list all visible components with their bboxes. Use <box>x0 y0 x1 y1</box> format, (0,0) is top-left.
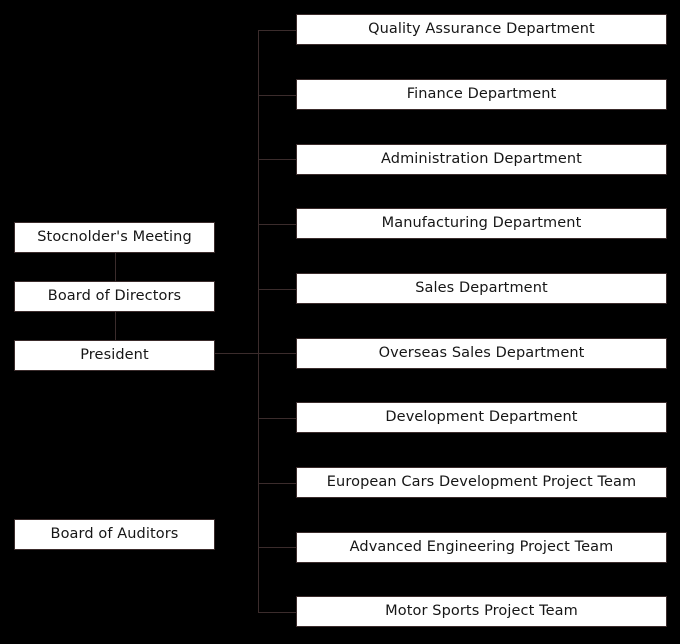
department-node-box[interactable]: Advanced Engineering Project Team <box>296 532 667 563</box>
department-node-label: Development Department <box>385 409 578 426</box>
governance-node-label: President <box>80 347 149 364</box>
connector-stub-finance <box>258 95 296 96</box>
department-node-box[interactable]: Administration Department <box>296 144 667 175</box>
connector-stub-european-cars <box>258 483 296 484</box>
department-node-box[interactable]: Overseas Sales Department <box>296 338 667 369</box>
governance-node-box[interactable]: Stocnolder's Meeting <box>14 222 215 253</box>
department-node-box[interactable]: Finance Department <box>296 79 667 110</box>
department-node-box[interactable]: European Cars Development Project Team <box>296 467 667 498</box>
governance-node-box[interactable]: President <box>14 340 215 371</box>
connector-stub-advanced-eng <box>258 547 296 548</box>
department-node-box[interactable]: Motor Sports Project Team <box>296 596 667 627</box>
department-node-label: Finance Department <box>406 86 557 103</box>
department-node-box[interactable]: Manufacturing Department <box>296 208 667 239</box>
connector-stub-manufacturing <box>258 224 296 225</box>
department-node-label: Quality Assurance Department <box>368 21 595 38</box>
connector-stub-development <box>258 418 296 419</box>
connector-stub-sales <box>258 289 296 290</box>
department-node-label: European Cars Development Project Team <box>326 474 637 491</box>
department-node-label: Advanced Engineering Project Team <box>349 539 614 556</box>
department-node-box[interactable]: Quality Assurance Department <box>296 14 667 45</box>
department-node-label: Administration Department <box>381 151 582 168</box>
department-node-label: Overseas Sales Department <box>378 345 585 362</box>
connector-stub-quality-assurance <box>258 30 296 31</box>
governance-node-box[interactable]: Board of Directors <box>14 281 215 312</box>
connector-stub-overseas-sales <box>258 353 296 354</box>
department-node-box[interactable]: Development Department <box>296 402 667 433</box>
department-node-label: Manufacturing Department <box>381 215 582 232</box>
connector-president-to-trunk <box>215 353 259 354</box>
department-node-label: Motor Sports Project Team <box>385 603 578 620</box>
governance-node-label: Stocnolder's Meeting <box>37 229 192 246</box>
connector-stub-motor-sports <box>258 612 296 613</box>
connector-board-to-president <box>115 312 116 340</box>
connector-stockholders-to-board <box>115 253 116 281</box>
governance-node-box[interactable]: Board of Auditors <box>14 519 215 550</box>
connector-stub-administration <box>258 159 296 160</box>
governance-node-label: Board of Auditors <box>50 526 179 543</box>
connector-department-trunk <box>258 30 259 612</box>
department-node-box[interactable]: Sales Department <box>296 273 667 304</box>
department-node-label: Sales Department <box>415 280 548 297</box>
governance-node-label: Board of Directors <box>47 288 182 305</box>
